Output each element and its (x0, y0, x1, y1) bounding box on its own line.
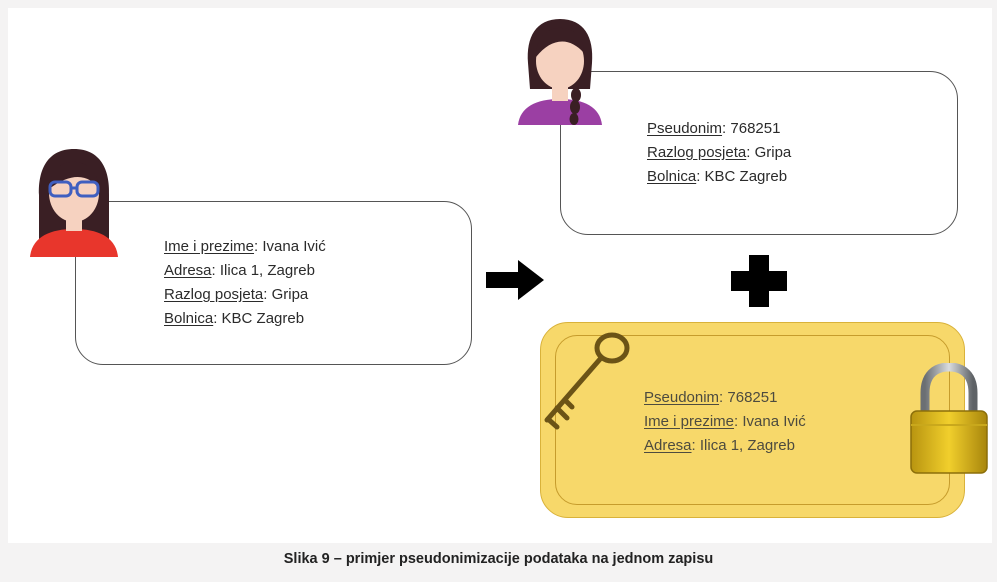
record-field: Bolnica: KBC Zagreb (164, 307, 326, 331)
field-value: : Gripa (263, 286, 309, 303)
field-label: Razlog posjeta (164, 286, 264, 303)
field-value: : 768251 (719, 389, 778, 406)
original-record-card: Ime i prezime: Ivana Ivić Adresa: Ilica … (75, 201, 472, 365)
pseudonymized-record-fields: Pseudonim: 768251 Razlog posjeta: Gripa … (647, 117, 791, 189)
field-label: Bolnica (647, 168, 697, 185)
field-label: Ime i prezime (164, 238, 255, 255)
padlock-icon (910, 363, 988, 474)
woman-with-braid-icon (518, 19, 602, 125)
field-label: Pseudonim (647, 120, 723, 137)
field-value: : Ilica 1, Zagreb (211, 262, 315, 279)
key-record-card: Pseudonim: 768251 Ime i prezime: Ivana I… (540, 322, 965, 518)
right-arrow-icon (486, 260, 544, 300)
field-value: : 768251 (722, 120, 781, 137)
figure-caption: Slika 9 – primjer pseudonimizacije podat… (283, 551, 714, 567)
record-field: Razlog posjeta: Gripa (647, 141, 791, 165)
record-field: Ime i prezime: Ivana Ivić (644, 410, 806, 434)
original-record-fields: Ime i prezime: Ivana Ivić Adresa: Ilica … (164, 235, 326, 331)
record-field: Pseudonim: 768251 (644, 386, 806, 410)
field-label: Razlog posjeta (647, 144, 747, 161)
key-icon (544, 332, 630, 430)
field-value: : Gripa (746, 144, 792, 161)
field-value: : KBC Zagreb (213, 310, 305, 327)
field-label: Adresa (644, 437, 692, 454)
plus-icon (731, 255, 787, 307)
field-label: Ime i prezime (644, 413, 735, 430)
field-label: Adresa (164, 262, 212, 279)
field-label: Bolnica (164, 310, 214, 327)
record-field: Adresa: Ilica 1, Zagreb (644, 434, 806, 458)
field-value: : Ivana Ivić (254, 238, 326, 255)
key-record-fields: Pseudonim: 768251 Ime i prezime: Ivana I… (644, 386, 806, 458)
field-value: : Ilica 1, Zagreb (691, 437, 795, 454)
record-field: Pseudonim: 768251 (647, 117, 791, 141)
record-field: Razlog posjeta: Gripa (164, 283, 326, 307)
field-value: : Ivana Ivić (734, 413, 806, 430)
record-field: Bolnica: KBC Zagreb (647, 165, 791, 189)
field-value: : KBC Zagreb (696, 168, 788, 185)
pseudonymized-record-card: Pseudonim: 768251 Razlog posjeta: Gripa … (560, 71, 958, 235)
woman-with-glasses-icon (30, 149, 118, 257)
record-field: Adresa: Ilica 1, Zagreb (164, 259, 326, 283)
field-label: Pseudonim (644, 389, 720, 406)
record-field: Ime i prezime: Ivana Ivić (164, 235, 326, 259)
